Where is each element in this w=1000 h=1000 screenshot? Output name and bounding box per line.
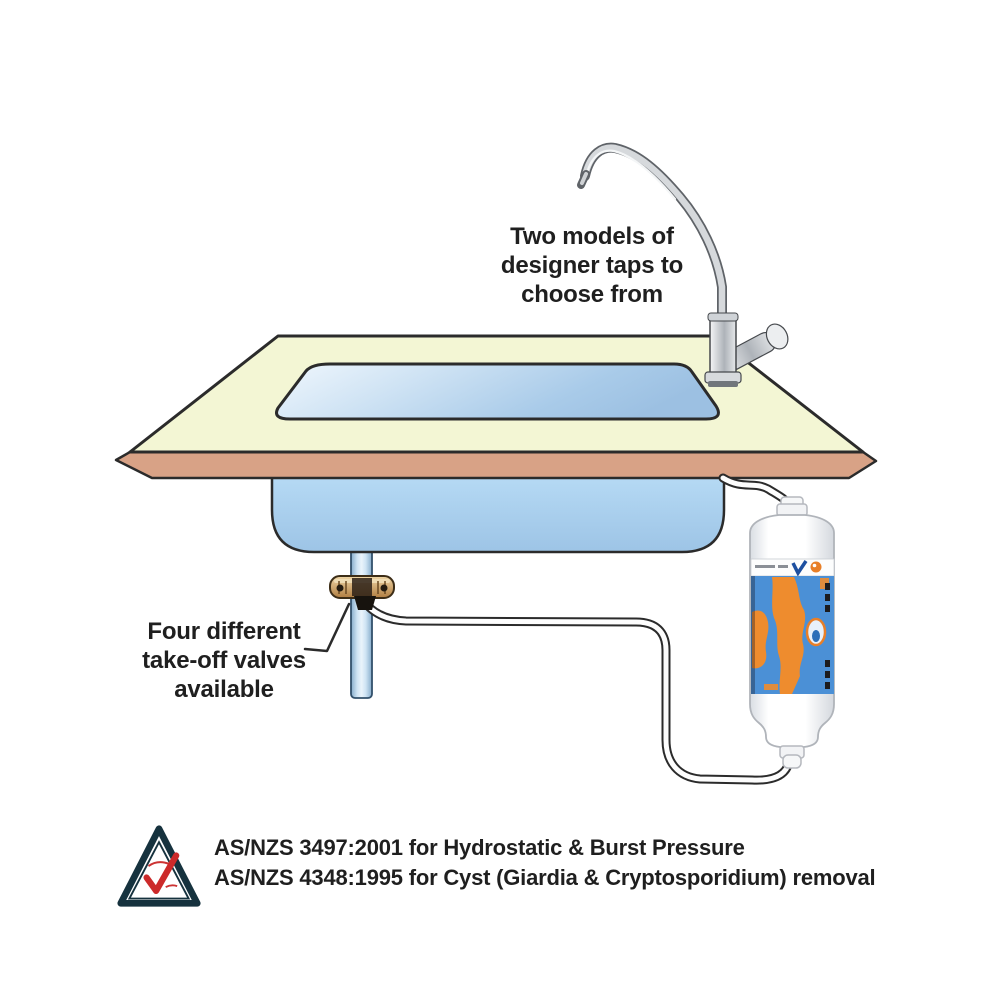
filter-label <box>750 558 835 694</box>
designer-tap-icon <box>577 142 789 387</box>
sink-bowl-icon <box>270 470 726 554</box>
certification-line-1: AS/NZS 3497:2001 for Hydrostatic & Burst… <box>214 835 745 860</box>
valve-annotation: Four different take-off valves available <box>142 618 306 703</box>
certification-line-2: AS/NZS 4348:1995 for Cyst (Giardia & Cry… <box>214 865 876 890</box>
tap-annotation: Two models of designer taps to choose fr… <box>500 223 684 308</box>
filter-tubing-icon <box>358 595 795 785</box>
filter-tubing-icon <box>718 473 795 512</box>
takeoff-valve-icon <box>329 575 395 610</box>
certification-block: AS/NZS 3497:2001 for Hydrostatic & Burst… <box>116 824 876 910</box>
sink-opening <box>275 362 720 421</box>
standards-mark-icon <box>117 825 201 907</box>
supply-pipe-icon <box>350 545 373 699</box>
filter-brand-mark-icon <box>791 560 808 577</box>
leader-line <box>303 602 351 653</box>
certification-text: AS/NZS 3497:2001 for Hydrostatic & Burst… <box>214 833 876 893</box>
tap-body <box>709 315 737 377</box>
check-icon <box>143 852 180 894</box>
inline-filter-cartridge-icon <box>749 496 835 769</box>
counter-edge <box>114 450 878 480</box>
